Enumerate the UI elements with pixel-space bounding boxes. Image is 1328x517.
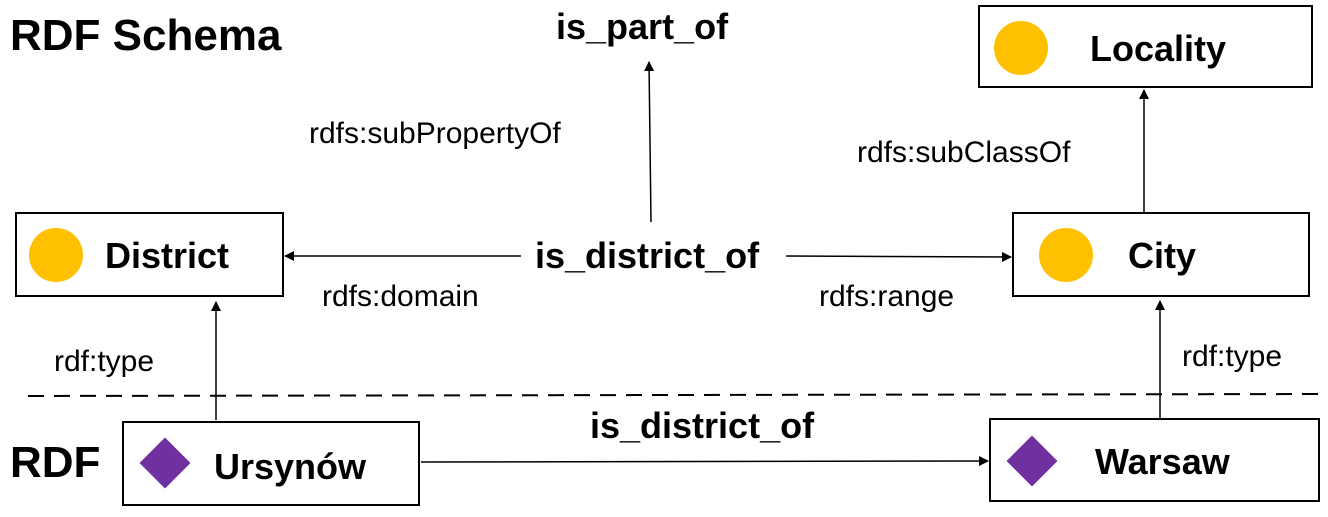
subpropertyof-edge xyxy=(644,61,655,223)
class-label: City xyxy=(1128,235,1197,276)
diamond-icon xyxy=(139,437,191,489)
class-node-locality: Locality xyxy=(978,5,1313,88)
schema-section-title: RDF Schema xyxy=(10,11,282,60)
individual-label: Warsaw xyxy=(1095,441,1230,482)
circle-icon xyxy=(994,21,1048,75)
type-label-left: rdf:type xyxy=(54,345,155,378)
subclassof-label: rdfs:subClassOf xyxy=(857,136,1071,169)
class-label: Locality xyxy=(1090,28,1227,69)
instance-property-edge xyxy=(420,456,989,467)
individual-label: Ursynów xyxy=(214,446,367,487)
subpropertyof-label: rdfs:subPropertyOf xyxy=(309,117,561,150)
class-node-district: District xyxy=(15,212,284,297)
circle-icon xyxy=(1039,228,1093,282)
range-label: rdfs:range xyxy=(819,280,955,313)
is-part-of-property: is_part_of xyxy=(556,6,729,47)
individual-node-ursynow: Ursynów xyxy=(122,421,420,506)
domain-label: rdfs:domain xyxy=(322,280,479,313)
schema-instance-separator xyxy=(27,393,1323,397)
diamond-icon xyxy=(1006,435,1058,487)
range-edge xyxy=(785,251,1012,262)
class-node-city: City xyxy=(1012,212,1310,297)
type-label-right: rdf:type xyxy=(1182,340,1283,373)
instance-is-district-of-property: is_district_of xyxy=(590,405,815,446)
individual-node-warsaw: Warsaw xyxy=(989,418,1320,502)
circle-icon xyxy=(29,228,83,282)
instance-section-title: RDF xyxy=(10,438,101,487)
is-district-of-property: is_district_of xyxy=(535,235,760,276)
class-label: District xyxy=(105,235,230,276)
